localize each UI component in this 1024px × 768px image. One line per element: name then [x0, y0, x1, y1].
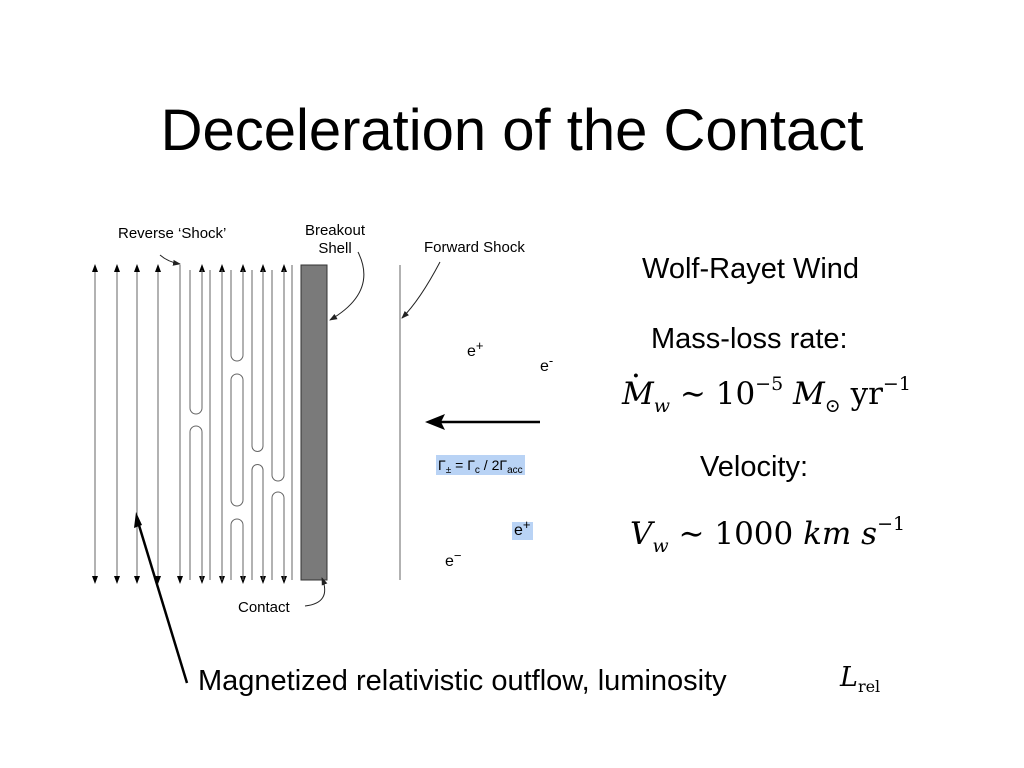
- caption-pointer-line: [136, 521, 189, 684]
- reconnection-loops: [189, 265, 293, 580]
- breakout-label-line1: Breakout: [304, 222, 366, 239]
- contact-pointer: [304, 577, 328, 607]
- slide-title: Deceleration of the Contact: [160, 98, 864, 163]
- caption-pointer-head: [134, 512, 142, 528]
- positron-label-top: e+: [467, 338, 484, 360]
- breakout-shell: [300, 264, 328, 581]
- reverse-shock-label: Reverse ‘Shock’: [118, 225, 227, 242]
- wind-arrow-head: [425, 414, 445, 430]
- wind-title: Wolf-Rayet Wind: [642, 253, 860, 285]
- breakout-shell-label: Breakout Shell: [296, 222, 374, 258]
- velocity-formula: Vw ∼ 1000 km s−1: [630, 513, 906, 557]
- luminosity-symbol: Lrel: [840, 662, 881, 696]
- mass-loss-formula: ·Mw ∼ 10−5 M⊙ yr−1: [622, 358, 911, 417]
- forward-shock-label: Forward Shock: [424, 239, 525, 256]
- positron-label-bottom: e+: [512, 517, 533, 540]
- field-arrow-tips: [92, 264, 287, 584]
- outflow-caption: Magnetized relativistic outflow, luminos…: [198, 665, 727, 697]
- lorentz-factor-equation: Γ± = Γc / 2Γacc: [436, 455, 525, 476]
- velocity-label: Velocity:: [700, 451, 808, 483]
- field-lines: [94, 265, 181, 580]
- mass-loss-label: Mass-loss rate:: [651, 323, 848, 355]
- breakout-pointer: [329, 251, 365, 321]
- reverse-shock-pointer: [159, 254, 181, 266]
- forward-shock-pointer: [401, 261, 441, 319]
- contact-label: Contact: [238, 599, 290, 616]
- breakout-label-line2: Shell: [318, 240, 352, 257]
- electron-label-top: e-: [540, 353, 554, 375]
- electron-label-bottom: e−: [445, 548, 462, 570]
